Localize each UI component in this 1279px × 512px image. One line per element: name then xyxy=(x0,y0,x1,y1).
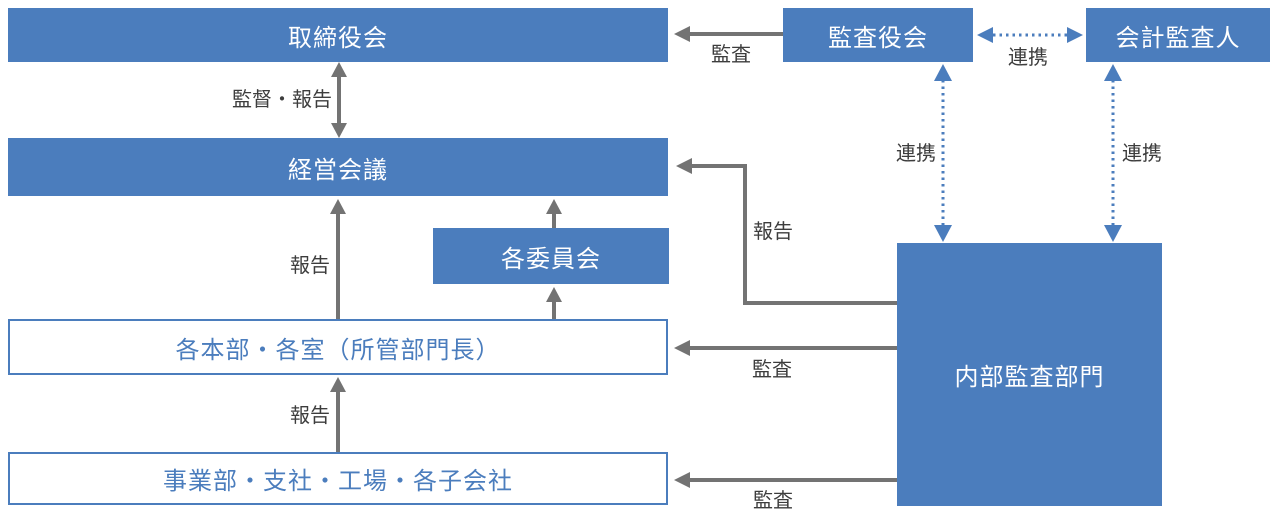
box-audit-and-supervisory-board: 監査役会 xyxy=(783,8,973,62)
box-accounting-auditor: 会計監査人 xyxy=(1086,8,1270,62)
label-audit-top: 監査 xyxy=(711,42,751,66)
label-renkei-top: 連携 xyxy=(1008,45,1048,69)
arrow-report-lower xyxy=(330,377,346,452)
box-management-meeting: 経営会議 xyxy=(8,138,668,196)
box-divisions-offices: 各本部・各室（所管部門長） xyxy=(8,319,668,375)
label-supervise-report: 監督・報告 xyxy=(232,87,332,111)
label-audit-bottom: 監査 xyxy=(753,488,793,512)
label-report-lower: 報告 xyxy=(290,403,330,427)
arrow-report-upper xyxy=(330,199,346,319)
arrow-divisions-to-committees xyxy=(546,287,562,319)
box-committees: 各委員会 xyxy=(433,228,669,284)
arrow-audit-mid xyxy=(674,340,897,356)
arrow-supervise-report xyxy=(331,62,347,138)
arrow-committees-to-management xyxy=(546,199,562,228)
label-report-upper: 報告 xyxy=(290,253,330,277)
arrow-renkei-left-vertical xyxy=(934,64,952,242)
box-internal-audit-department: 内部監査部門 xyxy=(897,243,1162,506)
label-renkei-left: 連携 xyxy=(896,141,936,165)
arrow-audit-bottom xyxy=(674,472,897,488)
arrow-renkei-horizontal xyxy=(977,27,1083,43)
label-report-elbow: 報告 xyxy=(753,219,793,243)
arrow-renkei-right-vertical xyxy=(1104,64,1122,242)
label-audit-mid: 監査 xyxy=(752,357,792,381)
box-board-of-directors: 取締役会 xyxy=(8,8,668,62)
arrow-report-elbow xyxy=(676,158,897,305)
label-renkei-right: 連携 xyxy=(1122,141,1162,165)
arrow-audit-top xyxy=(674,26,783,42)
box-business-units-subsidiaries: 事業部・支社・工場・各子会社 xyxy=(8,452,668,505)
